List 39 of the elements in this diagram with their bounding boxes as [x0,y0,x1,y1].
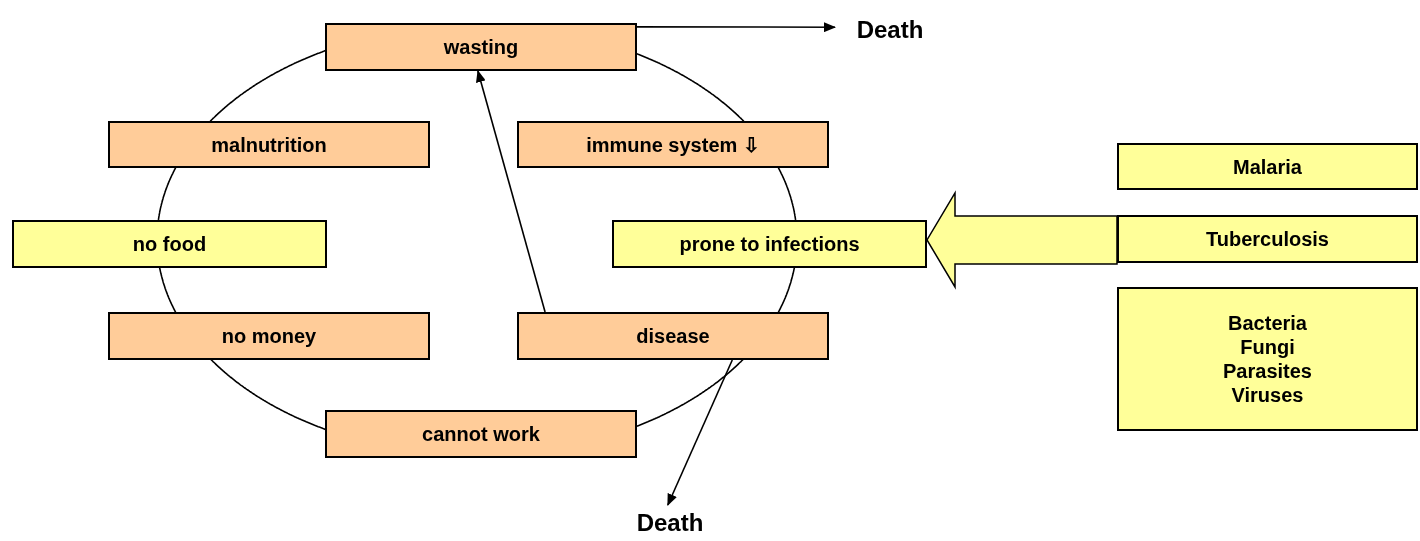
box-label: Malaria [1233,154,1302,179]
process-box [517,312,829,360]
cycle-arc [157,166,177,222]
box-label: no food [132,232,207,256]
box-label: Bacteria [1228,311,1307,335]
process-box [1117,215,1418,263]
box-label: immune system ⇩ [586,132,760,157]
box-label: malnutrition [211,132,327,157]
process-box [612,220,927,268]
process-box [12,220,327,268]
process-box [325,23,637,71]
process-box [1117,143,1418,190]
box-label: Parasites [1223,359,1312,383]
process-box [1117,287,1418,431]
process-box [325,410,637,458]
box-label: Fungi [1240,335,1295,359]
process-box [517,121,829,168]
arrow [476,70,546,313]
outcome-text: Death [615,505,725,541]
outcome-text: Death [835,10,945,50]
cycle-arc [158,266,177,314]
cycle-arc [777,266,796,314]
box-label: cannot work [422,422,540,446]
box-label: prone to infections [679,232,860,256]
block-arrow [926,190,1118,290]
arrow [636,22,836,33]
box-label: Tuberculosis [1206,227,1329,251]
box-label: Viruses [1231,383,1304,407]
cycle-arc [209,49,327,123]
box-label: disease [636,324,710,348]
cycle-arc [636,358,744,427]
arrow [667,359,734,506]
process-box [108,312,430,360]
process-box [108,121,430,168]
cycle-arc [636,53,745,123]
cycle-arc [210,358,327,431]
box-label: no money [221,324,317,348]
box-label: wasting [443,35,519,59]
cycle-arc [777,166,797,222]
